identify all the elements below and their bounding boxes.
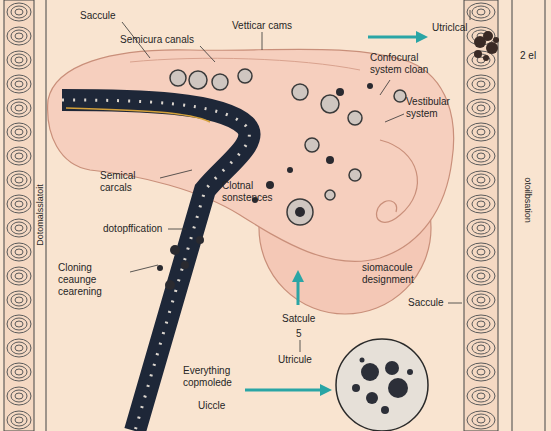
part-label: Saccule bbox=[408, 297, 444, 309]
part-label: Clotnal sonstences bbox=[222, 180, 284, 204]
callout-number: 5 bbox=[296, 328, 302, 340]
frame-line bbox=[512, 0, 513, 431]
part-label: siomacoule designment bbox=[362, 262, 448, 286]
teal-arrow bbox=[245, 31, 428, 396]
coil-panel bbox=[464, 0, 498, 431]
otolith-dots bbox=[157, 83, 373, 290]
canal-line bbox=[130, 58, 360, 70]
part-label: dotopffication bbox=[103, 223, 162, 235]
side-label: otoilbsation bbox=[523, 177, 534, 223]
part-label: Vetticar cams bbox=[232, 20, 292, 32]
coil-panel bbox=[4, 0, 34, 431]
part-label: Semical carcals bbox=[100, 170, 158, 194]
callout-number: 2 el bbox=[520, 50, 536, 62]
part-label: Utricule bbox=[278, 354, 312, 366]
hair-cluster bbox=[474, 31, 499, 61]
side-label: Dotomalsslatoit bbox=[35, 184, 46, 246]
part-label: Vestibular system bbox=[406, 96, 462, 120]
part-label: Semicura canals bbox=[120, 34, 194, 46]
part-label: Saccule bbox=[80, 10, 116, 22]
frame-line bbox=[46, 0, 47, 431]
part-label: Cloning ceaunge cearening bbox=[58, 262, 130, 298]
utricle-blobs bbox=[352, 358, 413, 415]
part-label: Everything copmolede bbox=[183, 365, 259, 389]
utricle-detail bbox=[336, 339, 428, 431]
frame-line bbox=[545, 0, 546, 431]
leader-line bbox=[122, 10, 470, 352]
part-label: Uiccle bbox=[198, 400, 225, 412]
inner-loop bbox=[377, 140, 418, 222]
part-label: Confocural system cloan bbox=[370, 52, 452, 76]
yellow-fibre bbox=[66, 108, 210, 122]
part-label: Satcule bbox=[282, 313, 315, 325]
cell-circles bbox=[170, 69, 406, 225]
part-label: Utriclcal bbox=[432, 22, 468, 34]
